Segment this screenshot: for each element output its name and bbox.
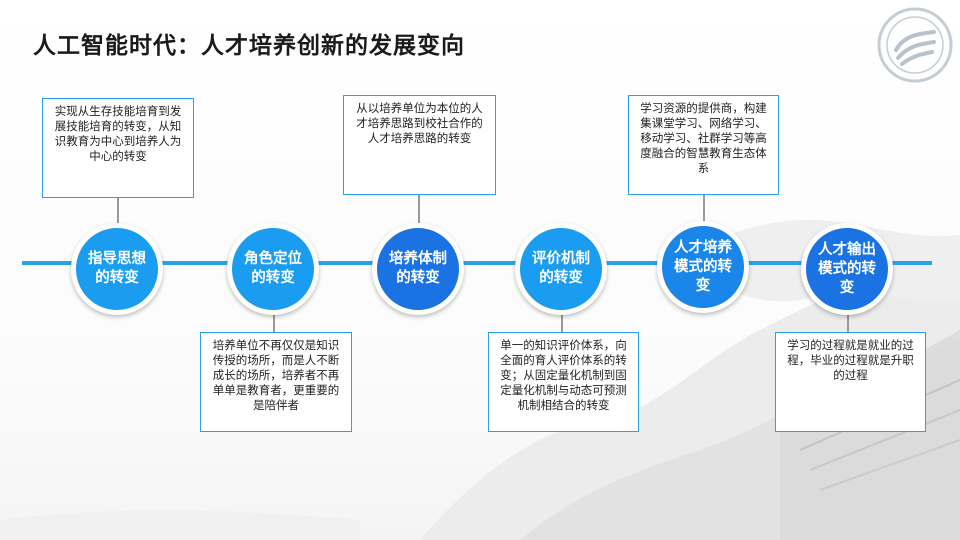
stage-node: 指导思想的转变	[71, 223, 163, 315]
page-title: 人工智能时代：人才培养创新的发展变向	[33, 33, 465, 59]
stage-node: 人才输出模式的转变	[801, 223, 893, 315]
stage-node: 培养体制的转变	[372, 223, 464, 315]
stage-node: 角色定位的转变	[227, 223, 319, 315]
description-box: 培养单位不再仅仅是知识传授的场所，而是人不断成长的场所，培养者不再单单是教育者，…	[200, 332, 352, 432]
connector-line	[847, 305, 849, 335]
connector-line	[273, 305, 275, 335]
stage-node: 人才培养模式的转变	[657, 221, 749, 313]
connector-line	[418, 193, 420, 231]
description-box: 从以培养单位为本位的人才培养思路到校社合作的人才培养思路的转变	[343, 95, 496, 195]
connector-line	[561, 305, 563, 335]
description-box: 实现从生存技能培育到发展技能培育的转变，从知识教育为中心到培养人为中心的转变	[42, 98, 194, 198]
university-emblem-icon	[877, 7, 953, 83]
description-box: 学习的过程就是就业的过程，毕业的过程就是升职的过程	[775, 332, 926, 432]
connector-line	[117, 196, 119, 230]
stage-node: 评价机制的转变	[515, 223, 607, 315]
description-box: 单一的知识评价体系，向全面的育人评价体系的转变；从固定量化机制到固定量化机制与动…	[488, 332, 639, 432]
connector-line	[703, 193, 705, 231]
timeline-axis	[22, 261, 932, 265]
description-box: 学习资源的提供商，构建集课堂学习、网络学习、移动学习、社群学习等高度融合的智慧教…	[628, 95, 779, 195]
